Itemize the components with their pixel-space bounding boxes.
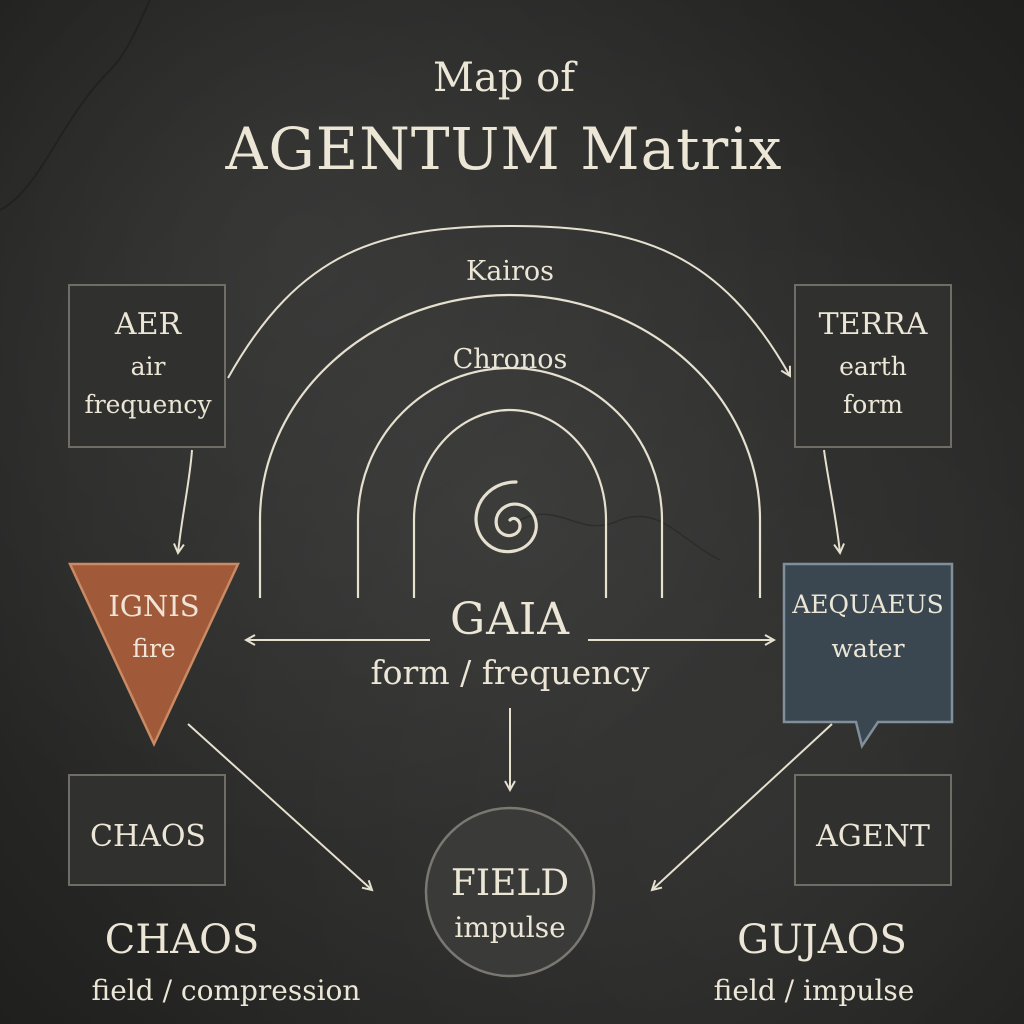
crack-texture [0, 0, 151, 211]
ignis-sub: fire [132, 634, 176, 663]
chronos-label: Chronos [452, 344, 568, 375]
chaos-box-name: CHAOS [90, 819, 206, 854]
bottom-left-title: CHAOS [104, 917, 260, 963]
ignis-to-field-arrow [187, 723, 372, 890]
title-line-2: AGENTUM Matrix [225, 115, 783, 183]
aer-box [68, 284, 226, 448]
aequaeus-to-field-arrow [652, 723, 833, 890]
field-name: FIELD [450, 863, 570, 904]
aer-to-ignis-arrow [178, 449, 193, 553]
terra-line-2: form [843, 390, 903, 419]
ignis-triangle [68, 562, 240, 747]
aequaeus-shape [782, 562, 954, 750]
aer-name: AER [114, 307, 182, 342]
inner-arc-1 [356, 366, 664, 598]
field-circle [424, 806, 596, 978]
gaia-name: GAIA [449, 594, 571, 645]
agent-box [794, 774, 952, 886]
crack-texture [519, 513, 721, 561]
title-line-1: Map of [432, 55, 576, 101]
kairos-label: Kairos [466, 256, 554, 287]
ignis-name: IGNIS [108, 589, 200, 623]
spiral-icon [474, 480, 538, 554]
field-sub: impulse [454, 911, 566, 944]
terra-name: TERRA [818, 307, 928, 342]
bottom-right-title: GUJAOS [737, 917, 907, 963]
gaia-sub: form / frequency [370, 653, 650, 692]
bottom-right-sub: field / impulse [713, 974, 915, 1007]
terra-line-1: earth [839, 352, 907, 381]
agent-box-name: AGENT [816, 819, 930, 854]
terra-box [794, 284, 952, 448]
terra-to-aequaeus-arrow [823, 449, 840, 553]
chronos-arc [258, 293, 762, 598]
aequaeus-name: AEQUAEUS [792, 590, 944, 619]
aer-line-2: frequency [84, 390, 212, 419]
kairos-arc [227, 224, 790, 379]
bottom-left-sub: field / compression [91, 974, 361, 1007]
aequaeus-sub: water [831, 634, 905, 663]
aer-line-1: air [130, 352, 166, 381]
chaos-box [68, 774, 226, 886]
inner-arc-2 [412, 408, 608, 598]
